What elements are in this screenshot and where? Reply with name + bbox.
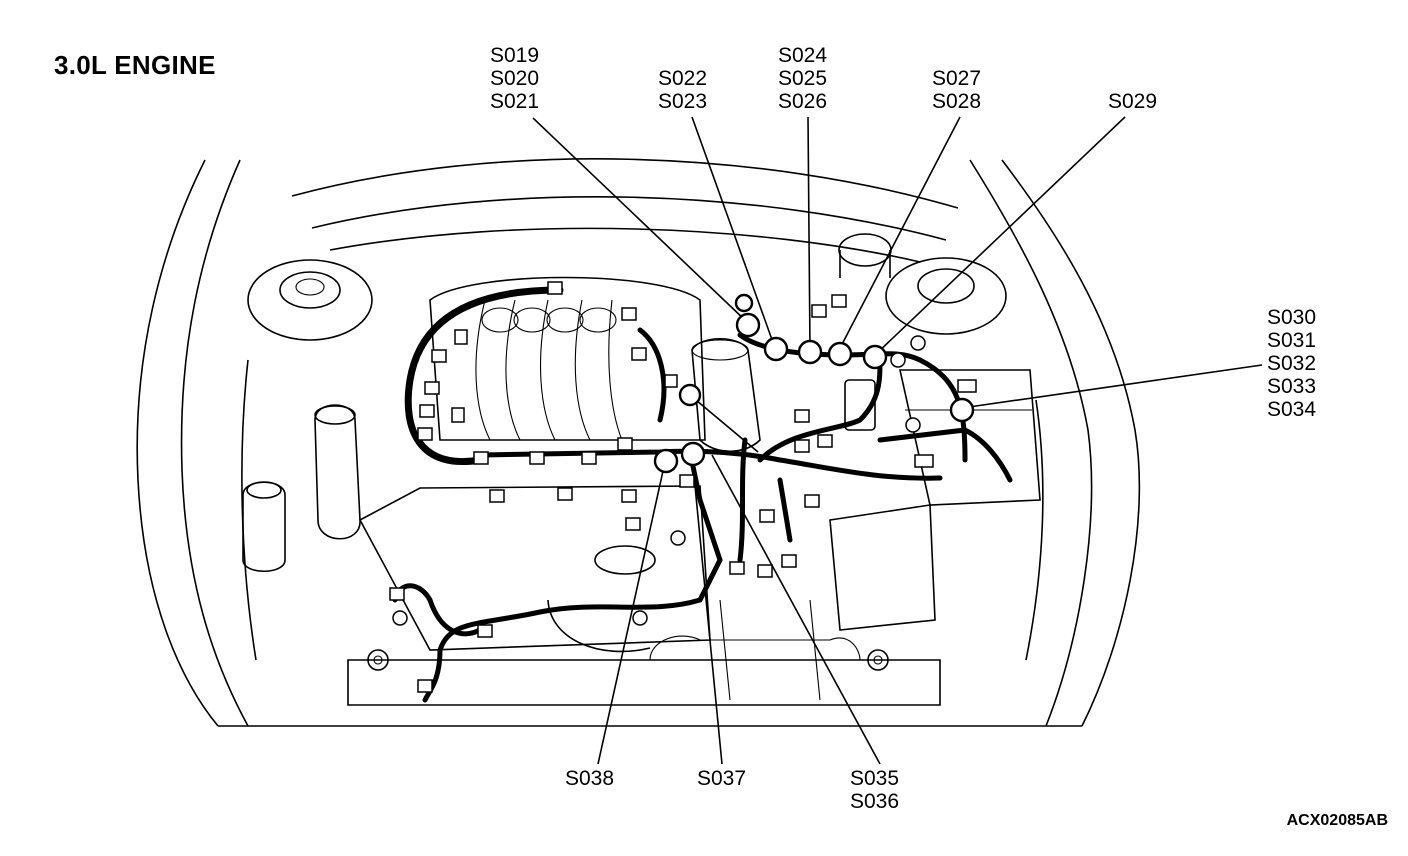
splice-markers xyxy=(653,293,975,474)
splice-s030 xyxy=(949,397,975,423)
splice-s038 xyxy=(653,448,679,474)
splice-s027 xyxy=(827,341,853,367)
drawing-code: ACX02085AB xyxy=(1286,812,1388,829)
left-strut-tower xyxy=(247,259,373,341)
harness-connectors xyxy=(389,281,977,693)
splice-s029 xyxy=(862,344,888,370)
diagram-title: 3.0L ENGINE xyxy=(54,50,216,80)
intake-manifold xyxy=(429,276,706,441)
splice-label-s037: S037 xyxy=(697,767,747,790)
splice-s037 xyxy=(680,441,706,467)
battery-box xyxy=(844,369,1041,506)
air-intake-tube xyxy=(691,338,761,452)
splice-s024 xyxy=(797,339,823,365)
splice-s035 xyxy=(678,383,702,407)
lower-engine xyxy=(347,485,941,706)
splice-label-s038: S038 xyxy=(565,767,615,790)
splice-s019 xyxy=(735,312,761,338)
splice-s022 xyxy=(763,336,789,362)
right-strut-tower xyxy=(838,233,1007,335)
body-outline xyxy=(136,158,1141,727)
splice-auxiliary xyxy=(734,293,754,313)
left-reservoirs xyxy=(242,404,361,572)
splice-label-s029: S029 xyxy=(1108,90,1158,113)
leader-lines xyxy=(532,116,1263,765)
